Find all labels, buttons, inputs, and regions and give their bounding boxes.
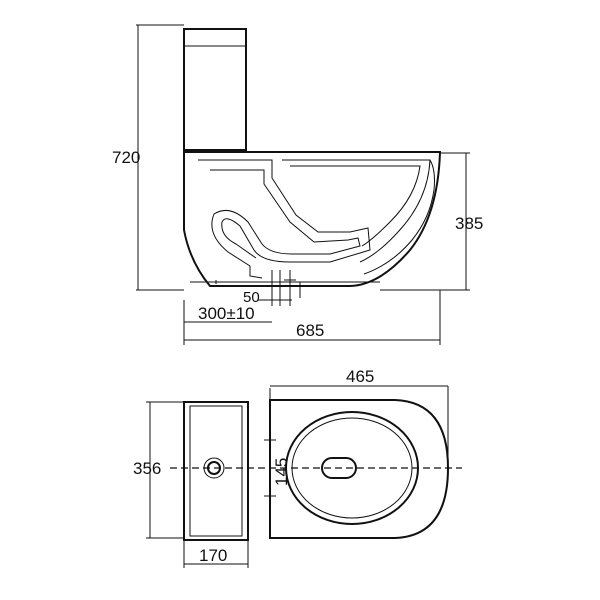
rim-inner bbox=[290, 165, 421, 247]
dim-label-300: 300±10 bbox=[198, 304, 255, 323]
side-tank bbox=[183, 28, 247, 151]
side-view bbox=[183, 28, 442, 306]
drain-hole bbox=[321, 457, 357, 479]
dim-label-145: 145 bbox=[272, 458, 291, 486]
dim-bowl-length: 465 bbox=[269, 367, 449, 470]
dim-bowl-height: 385 bbox=[380, 152, 483, 291]
trapway-inner bbox=[210, 169, 361, 279]
side-bowl bbox=[183, 151, 442, 287]
dim-label-170: 170 bbox=[199, 546, 227, 565]
top-tank-inner bbox=[189, 405, 243, 537]
dim-label-465: 465 bbox=[346, 367, 374, 386]
dim-total-height: 720 bbox=[112, 24, 184, 291]
dim-total-length: 685 bbox=[184, 290, 441, 345]
dim-label-356: 356 bbox=[133, 459, 161, 478]
top-view bbox=[170, 399, 462, 541]
dim-label-720: 720 bbox=[112, 148, 140, 167]
dim-label-685: 685 bbox=[296, 321, 324, 340]
dim-rough-in: 300±10 bbox=[183, 300, 272, 345]
dim-label-385: 385 bbox=[455, 214, 483, 233]
top-tank bbox=[183, 401, 249, 541]
rim-line bbox=[282, 159, 431, 263]
dim-outlet-offset: 50 bbox=[243, 289, 292, 306]
bowl-inner-wall bbox=[363, 159, 435, 275]
dim-label-50: 50 bbox=[243, 289, 260, 306]
trapway-line bbox=[198, 159, 371, 263]
dim-width: 356 bbox=[133, 401, 184, 539]
dim-drain-offset: 145 bbox=[264, 439, 291, 497]
dim-tank-depth: 170 bbox=[183, 540, 249, 568]
